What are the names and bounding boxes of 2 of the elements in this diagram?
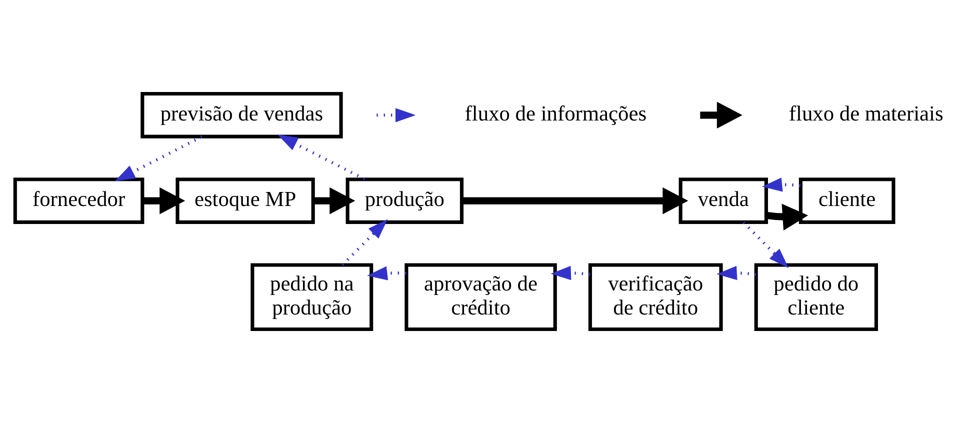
legend-label: fluxo de informações (464, 101, 646, 126)
legend-label: fluxo de materiais (788, 101, 943, 126)
